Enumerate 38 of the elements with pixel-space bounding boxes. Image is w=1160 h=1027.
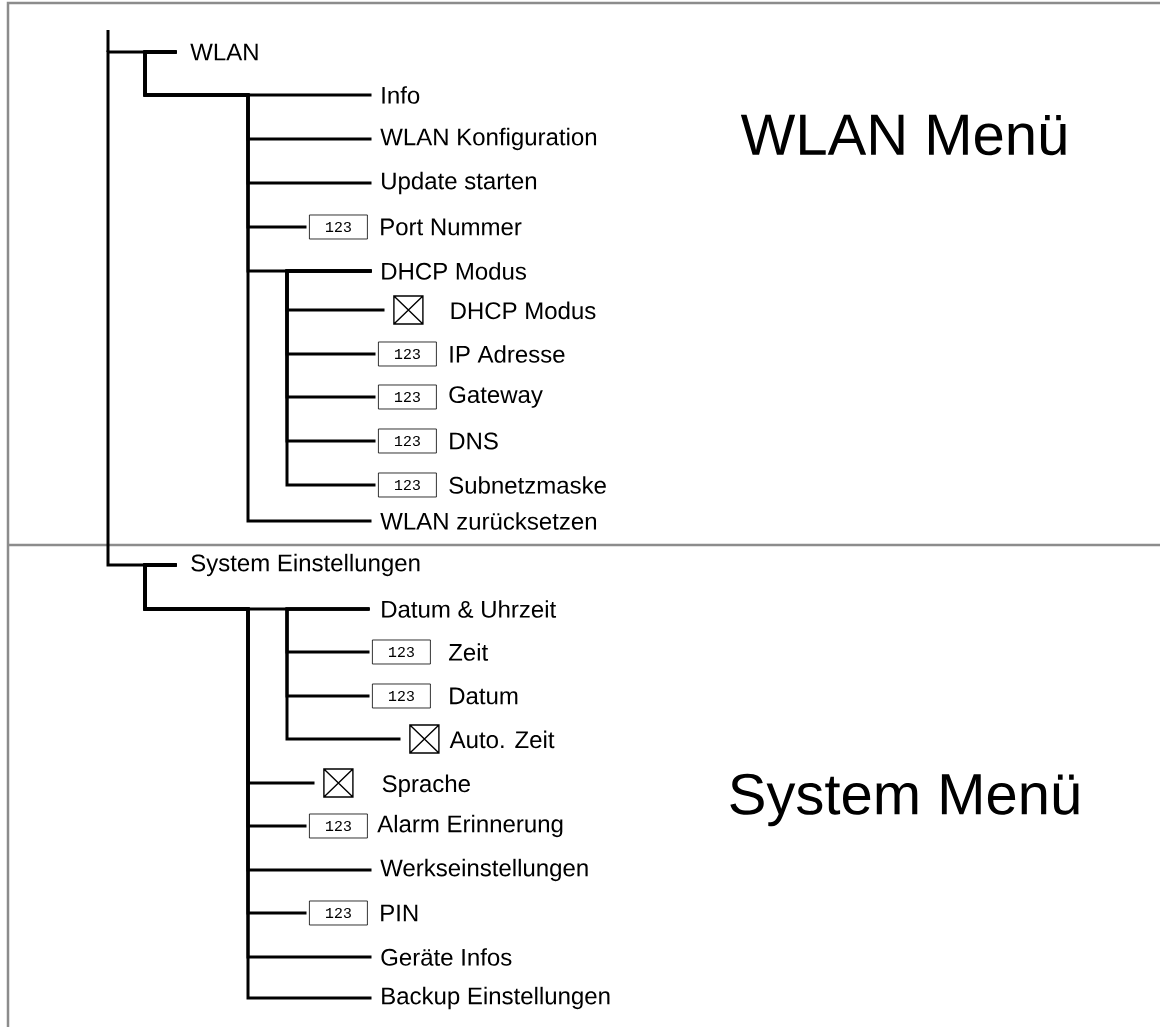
menu-item: Werkseinstellungen bbox=[380, 858, 588, 882]
tree-line bbox=[285, 269, 376, 487]
menu-item: DHCP Modus bbox=[393, 295, 596, 325]
menu-item: Datum bbox=[450, 687, 518, 705]
menu-item: DNS bbox=[450, 432, 498, 450]
menu-item: Zeit bbox=[448, 643, 489, 661]
menu-item: Sprache bbox=[323, 768, 470, 798]
menu-item: System Einstellungen bbox=[191, 553, 420, 577]
menu-item: Alarm Erinnerung bbox=[377, 814, 563, 838]
menu-item: DHCP Modus bbox=[382, 262, 526, 280]
menu-item: Info bbox=[382, 86, 420, 104]
menu-item: IP Adresse bbox=[450, 345, 565, 363]
menu-item: Subnetzmaske bbox=[449, 476, 606, 494]
number-field: 123 bbox=[378, 472, 437, 498]
menu-item: WLAN bbox=[190, 43, 258, 61]
menu-title: System Menü bbox=[730, 773, 1079, 827]
number-field: 123 bbox=[309, 900, 368, 926]
menu-item: Backup Einstellungen bbox=[382, 986, 610, 1010]
menu-title: WLAN Menü bbox=[740, 114, 1066, 156]
number-field: 123 bbox=[309, 813, 368, 839]
menu-item: Port Nummer bbox=[381, 218, 522, 236]
menu-item: Geräte Infos bbox=[381, 948, 512, 966]
menu-item: WLAN zurücksetzen bbox=[380, 512, 596, 530]
tree-line bbox=[285, 607, 401, 741]
tree-line bbox=[106, 50, 177, 567]
menu-item: Auto. Zeit bbox=[409, 724, 555, 754]
number-field: 123 bbox=[309, 214, 368, 240]
menu-item: Update starten bbox=[382, 171, 537, 195]
menu-item: Datum & Uhrzeit bbox=[382, 600, 557, 618]
tree-line bbox=[143, 50, 372, 523]
menu-item: WLAN Konfiguration bbox=[380, 127, 597, 151]
number-field: 123 bbox=[378, 341, 437, 367]
number-field: 123 bbox=[378, 384, 437, 410]
number-field: 123 bbox=[378, 428, 437, 454]
menu-item: Gateway bbox=[449, 386, 543, 408]
menu-item: PIN bbox=[381, 904, 418, 922]
number-field: 123 bbox=[372, 639, 431, 665]
number-field: 123 bbox=[372, 683, 431, 709]
